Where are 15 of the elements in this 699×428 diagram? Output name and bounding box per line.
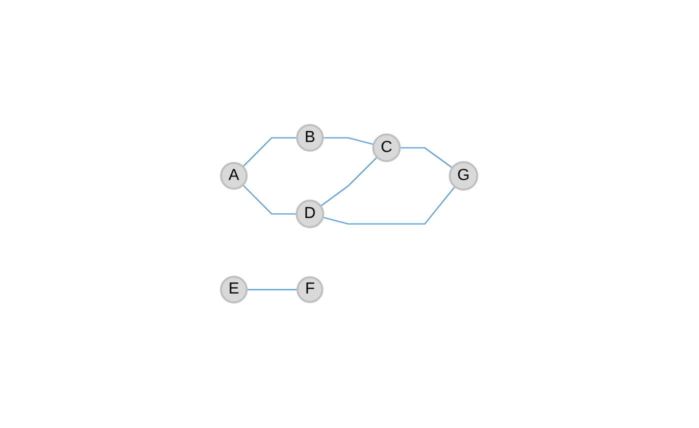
node-circle: [296, 200, 325, 228]
connector: [400, 148, 454, 169]
node-circle: [372, 134, 402, 162]
node-circle: [296, 124, 324, 152]
connector: [320, 157, 378, 207]
connector: [242, 184, 298, 215]
graph-drawing: B A C D E G F: [213, 117, 486, 311]
connector: [323, 186, 456, 225]
node-circle: [220, 162, 248, 190]
connector: [323, 138, 374, 146]
connector: [242, 138, 298, 168]
connector: [247, 289, 298, 290]
node-circle: [296, 276, 324, 304]
node-circle: [220, 276, 248, 304]
node-circle: [449, 161, 479, 191]
